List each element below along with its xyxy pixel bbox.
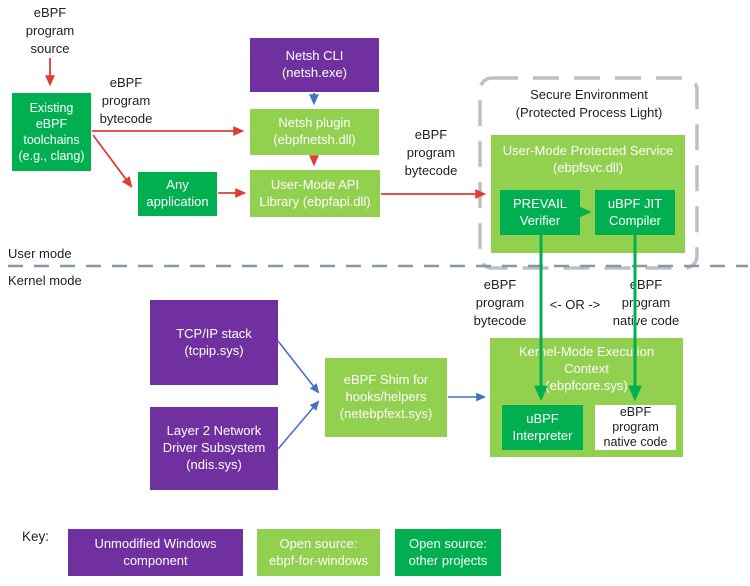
arrow-layer2-to-shim: [277, 400, 320, 450]
key-open-source-other: Open source: other projects: [395, 529, 501, 576]
label-kernel-mode: Kernel mode: [8, 273, 82, 288]
box-ebpf-shim: eBPF Shim for hooks/helpers (netebpfext.…: [325, 358, 447, 437]
box-layer2-driver: Layer 2 Network Driver Subsystem (ndis.s…: [150, 407, 278, 490]
box-prevail-verifier: PREVAIL Verifier: [500, 190, 580, 235]
box-netsh-plugin: Netsh plugin (ebpfnetsh.dll): [250, 109, 379, 155]
arrow-tcpip-to-shim: [277, 340, 320, 394]
key-unmodified-windows: Unmodified Windows component: [68, 529, 243, 576]
box-native-code: eBPF program native code: [595, 405, 676, 450]
label-or: <- OR ->: [549, 297, 601, 312]
label-bytecode-kernel: eBPF program bytecode: [473, 277, 527, 328]
box-api-library: User-Mode API Library (ebpfapi.dll): [250, 170, 380, 217]
label-ebpf-program-source: eBPF program source: [25, 5, 75, 56]
label-user-mode: User mode: [8, 246, 72, 261]
label-bytecode-toolchain: eBPF program bytecode: [99, 75, 153, 126]
box-tcpip-stack: TCP/IP stack (tcpip.sys): [150, 300, 278, 385]
box-existing-toolchains: Existing eBPF toolchains (e.g., clang): [12, 93, 91, 171]
label-bytecode-api: eBPF program bytecode: [404, 127, 458, 178]
box-ubpf-interpreter: uBPF Interpreter: [502, 405, 583, 450]
box-netsh-cli: Netsh CLI (netsh.exe): [250, 38, 379, 92]
arrow-toolchains-to-anyapp: [92, 134, 133, 188]
label-native-code-kernel: eBPF program native code: [612, 277, 680, 328]
key-title: Key:: [22, 529, 50, 544]
box-any-application: Any application: [138, 172, 217, 216]
label-secure-environment: Secure Environment (Protected Process Li…: [515, 87, 663, 120]
key-open-source-ebpf: Open source: ebpf-for-windows: [257, 529, 380, 576]
box-jit-compiler: uBPF JIT Compiler: [595, 190, 675, 235]
